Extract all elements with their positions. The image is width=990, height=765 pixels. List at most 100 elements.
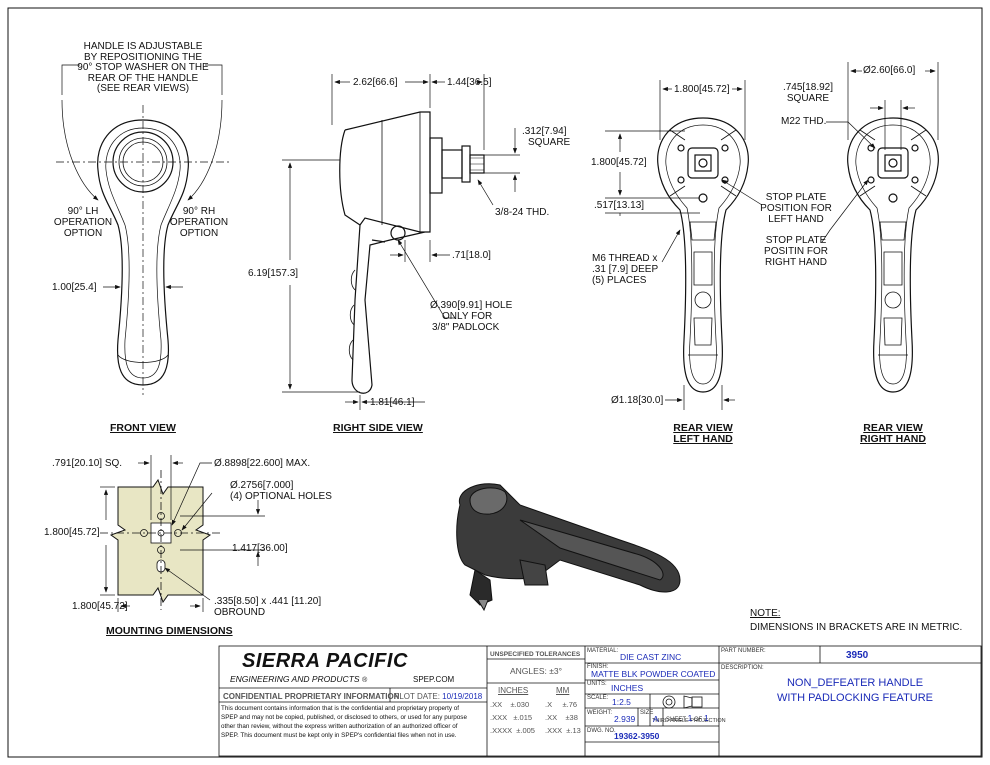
dwg-value: 19362-3950 (614, 731, 660, 741)
front-width-dim: 1.00[25.4] (52, 282, 97, 293)
weight-label: WEIGHT: (587, 710, 612, 716)
rear-left-width-dim: 1.800[45.72] (674, 84, 730, 95)
mount-max-dim: Ø.8898[22.600] MAX. (214, 458, 311, 469)
padlock-hole-note: Ø.390[9.91] HOLE ONLY FOR 3/8" PADLOCK (430, 300, 512, 333)
rear-right-square-line: .745[18.92] (782, 82, 834, 93)
tol-cell: ±38 (565, 713, 578, 722)
mount-width-dim: 1.800[45.72] (72, 601, 128, 612)
mounting-drawing (100, 455, 265, 612)
mount-opt-line: Ø.2756[7.000] (230, 480, 294, 491)
sheet-text: SHEET (666, 717, 686, 723)
note-line: 90° STOP WASHER ON THE (77, 62, 209, 73)
stop-plate-left-note: STOP PLATE POSITION FOR LEFT HAND (756, 192, 836, 225)
rear-right-title-line: RIGHT HAND (860, 433, 926, 445)
m22-thread-note: M22 THD. (781, 116, 827, 127)
units-value: INCHES (611, 683, 644, 693)
rh-line: OPTION (179, 228, 219, 239)
lh-line: OPERATION (53, 217, 113, 228)
tol-cell: .X (545, 700, 553, 709)
mount-sq-dim: .791[20.10] SQ. (52, 458, 123, 469)
confidential-label: CONFIDENTIAL PROPRIETARY INFORMATION (223, 692, 400, 701)
description-label: DESCRIPTION: (721, 665, 764, 671)
tol-cell: ±.76 (562, 700, 578, 709)
tol-cell: .XXX (545, 726, 563, 735)
company-sub-text: ENGINEERING AND PRODUCTS (230, 674, 360, 684)
tolerances-label: UNSPECIFIED TOLERANCES (490, 651, 581, 658)
sheet-border (7, 7, 983, 758)
m6-line: M6 THREAD x (592, 253, 658, 264)
rear-left-title: REAR VIEW LEFT HAND (660, 423, 746, 445)
m6-line: (5) PLACES (592, 275, 647, 286)
stop-right-line: POSITIN FOR (764, 246, 828, 257)
rear-right-dims (821, 62, 939, 243)
stop-left-line: LEFT HAND (768, 214, 824, 225)
padlock-line: ONLY FOR (442, 311, 493, 322)
side-dim-top-right: 1.44[36.5] (447, 77, 492, 88)
side-view-dims (282, 74, 520, 410)
scale-label: SCALE: (587, 695, 609, 701)
tol-cell: .XX (545, 713, 558, 722)
part-number-label: PART NUMBER: (721, 648, 766, 654)
padlock-line: 3/8" PADLOCK (432, 322, 500, 333)
rear-right-title-line: REAR VIEW (863, 422, 923, 434)
tol-cell: ±.13 (566, 726, 581, 735)
disclaimer-line: SPEP. This document must be kept only in… (221, 732, 457, 739)
rear-left-dims (605, 80, 763, 410)
stop-right-line: STOP PLATE (765, 235, 827, 246)
square-dim-word: SQUARE (528, 137, 571, 148)
plot-date-label: PLOT DATE: 10/19/2018 (394, 691, 482, 702)
weight-value: 2.939 (614, 714, 636, 724)
angles-tolerance: ANGLES: ±3° (510, 666, 563, 676)
finish-value: MATTE BLK POWDER COATED (591, 669, 716, 679)
sheet-label: SHEET 1 OF 1 (666, 713, 709, 726)
square-dim-value: .312[7.94] (522, 126, 567, 137)
tol-cell: .XXX (490, 713, 508, 722)
rh-line: 90° RH (182, 206, 216, 217)
of-value: 1 (704, 713, 709, 723)
sheet-value: 1 (687, 713, 693, 723)
plot-date-value: 10/19/2018 (442, 692, 483, 701)
rear-right-dia-dim: Ø2.60[66.0] (863, 65, 916, 76)
isometric-view (456, 483, 681, 612)
rear-right-title: REAR VIEW RIGHT HAND (850, 423, 936, 445)
tol-cell: ±.015 (513, 713, 533, 722)
material-label: MATERIAL: (587, 648, 619, 654)
stop-plate-right-note: STOP PLATE POSITIN FOR RIGHT HAND (756, 235, 836, 268)
mm-col-label: MM (556, 686, 570, 695)
tol-cell: .XX (490, 700, 503, 709)
company-logo: SIERRA PACIFIC (242, 650, 408, 672)
note-line: (SEE REAR VIEWS) (96, 83, 190, 94)
note-line: BY REPOSITIONING THE (84, 51, 202, 63)
part-number-value: 3950 (846, 650, 869, 661)
rear-right-drawing (847, 117, 939, 393)
mount-right-dim: 1.417[36.00] (232, 543, 288, 554)
rear-right-square-line: SQUARE (786, 93, 830, 104)
side-dim-top-left: 2.62[66.6] (353, 77, 398, 88)
side-height-dim: 6.19[157.3] (248, 268, 299, 279)
description-line: WITH PADLOCKING FEATURE (776, 692, 934, 704)
obround-note: .335[8.50] x .441 [11.20] OBROUND (214, 596, 321, 618)
tol-inch-table: .XX ±.030 .XXX ±.015 .XXXX ±.005 (490, 698, 535, 737)
rear-left-title-line: REAR VIEW (673, 422, 733, 434)
tol-cell: ±.005 (516, 726, 535, 735)
lh-line: 90° LH (67, 206, 99, 217)
plot-date-text: PLOT DATE: (394, 692, 440, 701)
title-block-lines (218, 645, 982, 757)
tol-mm-table: .X ±.76 .XX ±38 .XXX ±.13 (545, 698, 581, 737)
rear-left-dia-dim: Ø1.18[30.0] (611, 395, 664, 406)
rh-line: OPERATION (169, 217, 229, 228)
front-view-title: FRONT VIEW (110, 422, 176, 434)
side-view-drawing (339, 111, 485, 394)
note-text: DIMENSIONS IN BRACKETS ARE IN METRIC. (750, 622, 963, 633)
side-dim-right: .71[18.0] (452, 250, 491, 261)
registered-icon: ® (361, 677, 368, 684)
note-line: HANDLE IS ADJUSTABLE (83, 41, 203, 52)
mount-height-dim: 1.800[45.72] (44, 527, 100, 538)
scale-value: 1:2.5 (612, 697, 631, 707)
stop-left-line: STOP PLATE (765, 192, 827, 203)
mount-opt-line: (4) OPTIONAL HOLES (230, 491, 332, 502)
size-value: A (653, 714, 659, 724)
side-bottom-dim: 1.81[46.1] (370, 397, 415, 408)
